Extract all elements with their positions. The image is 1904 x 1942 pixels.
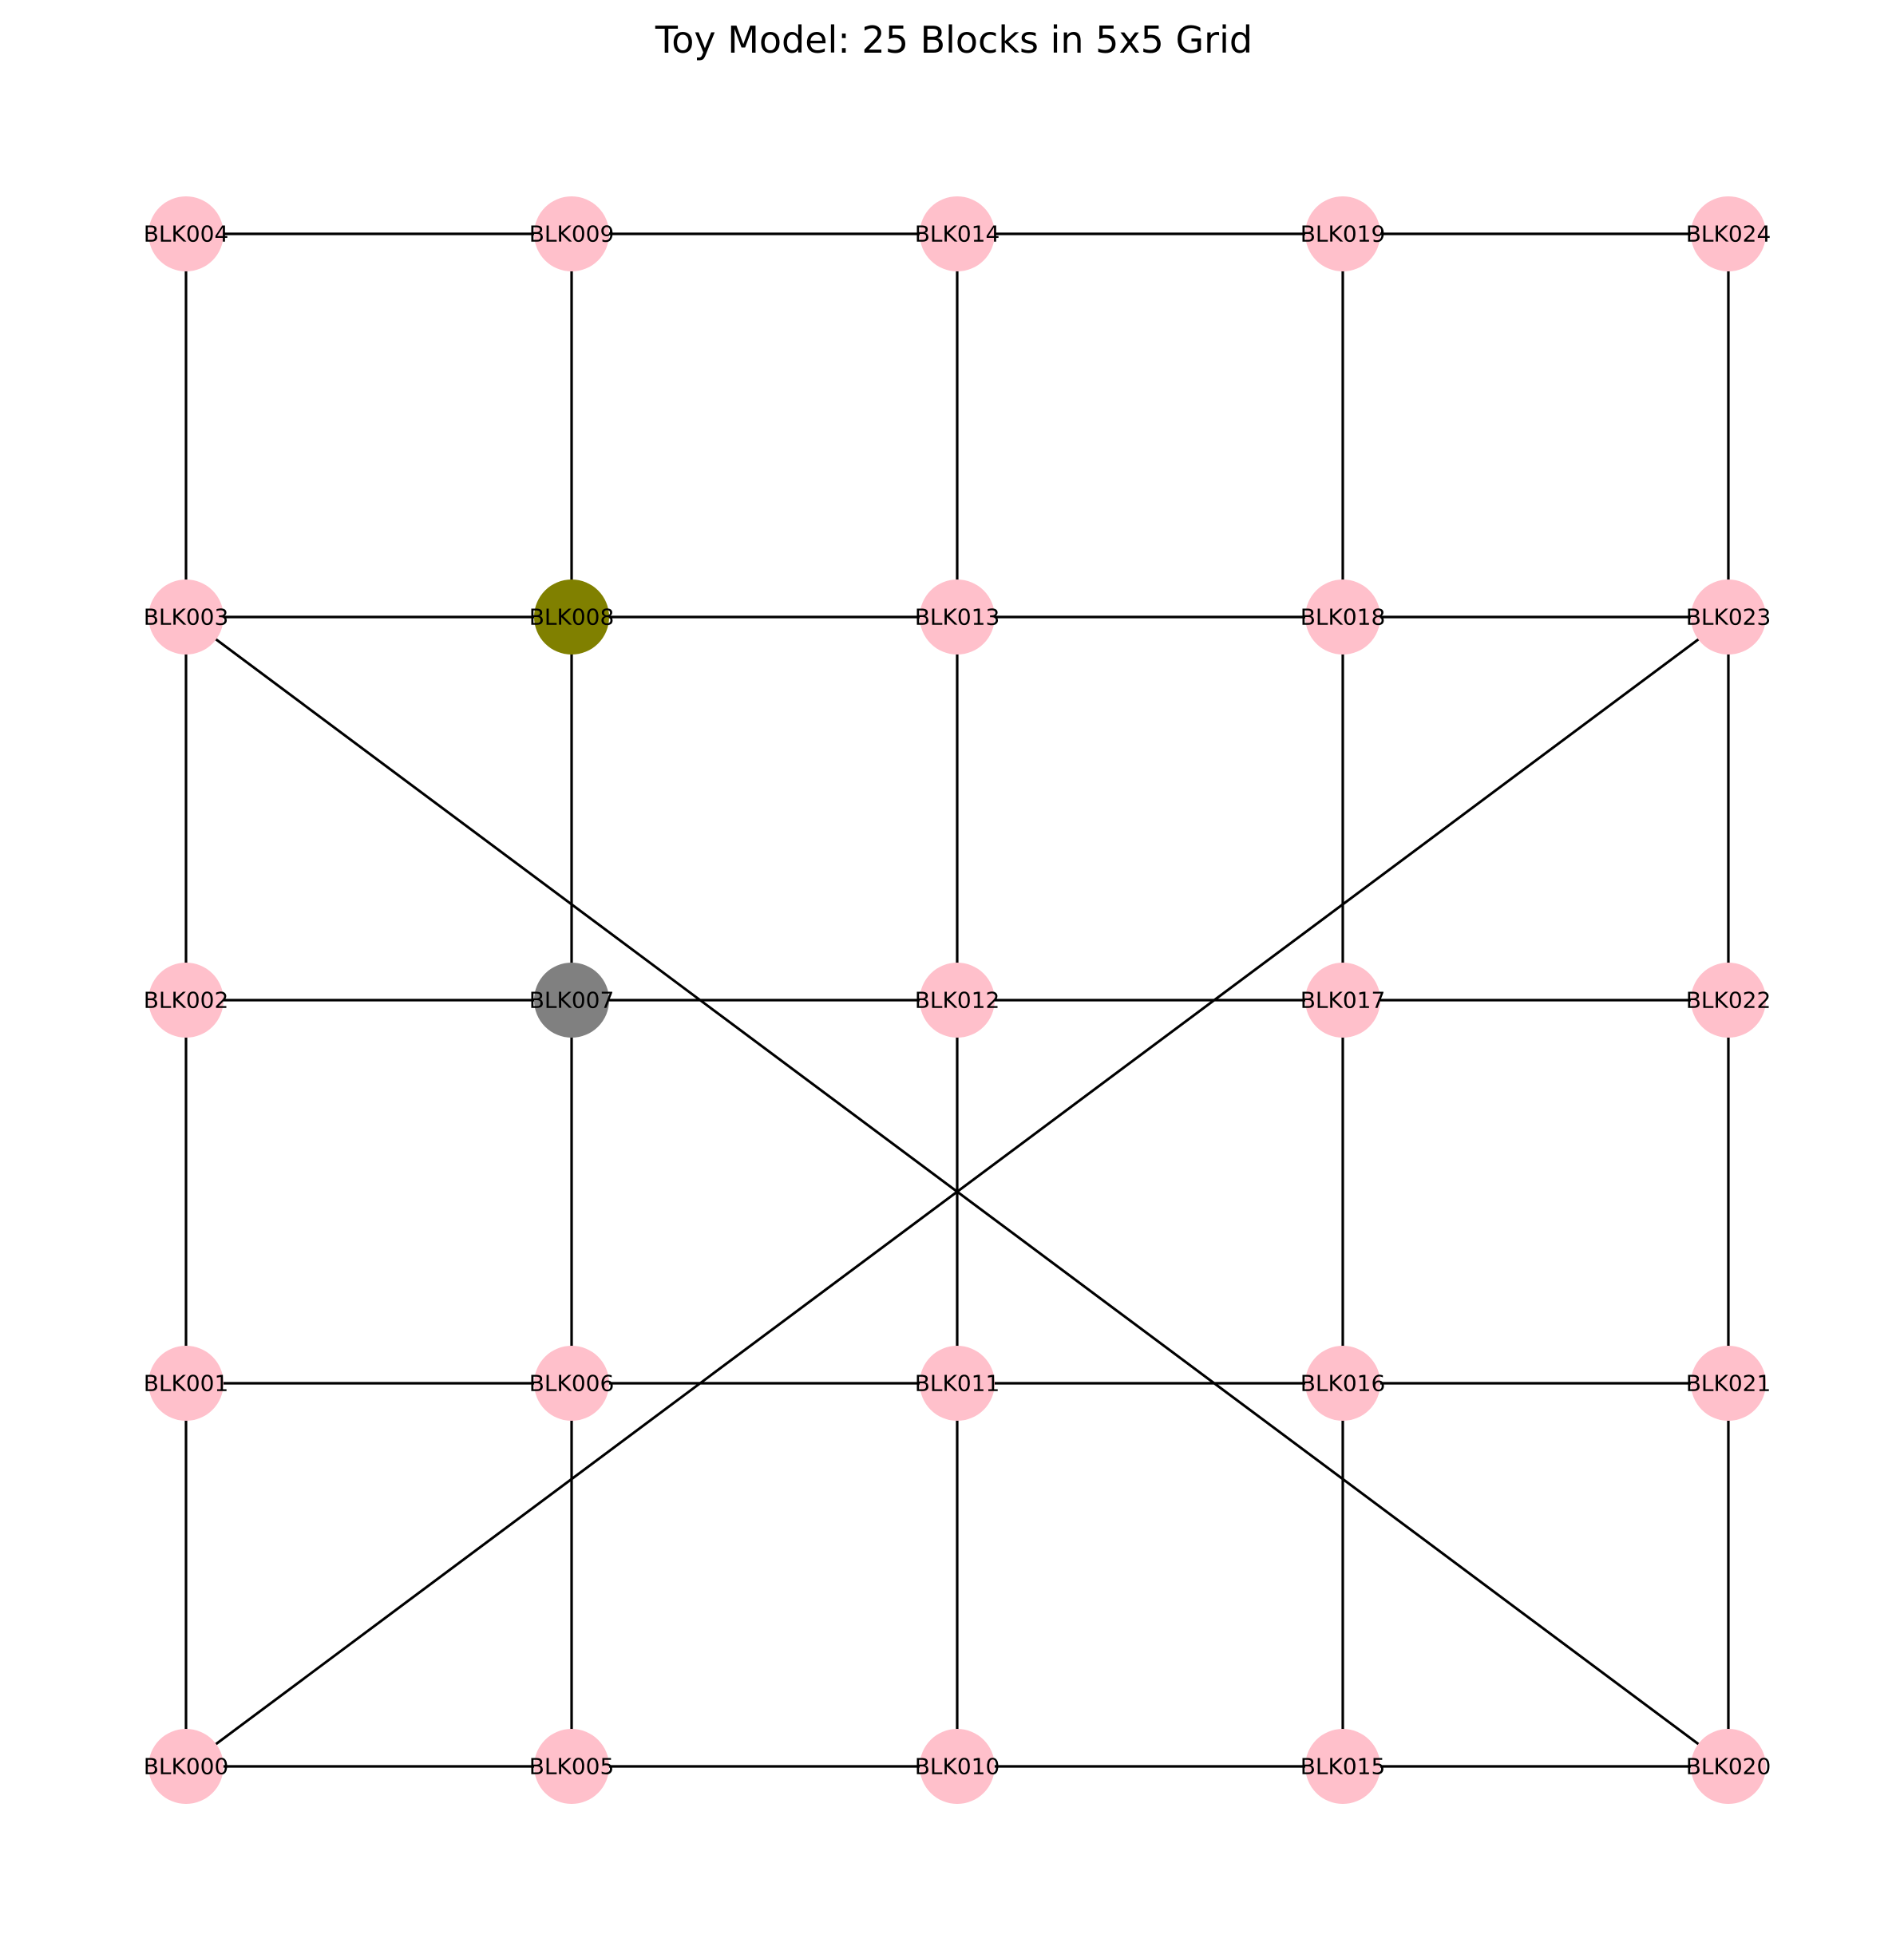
node-circle: [920, 579, 995, 655]
node-circle: [1305, 1346, 1380, 1421]
node-blk014: BLK014: [915, 196, 1000, 271]
node-circle: [534, 1346, 609, 1421]
node-blk016: BLK016: [1300, 1346, 1386, 1421]
node-circle: [920, 1729, 995, 1804]
node-label: BLK004: [144, 221, 229, 247]
diagram-title: Toy Model: 25 Blocks in 5x5 Grid: [655, 18, 1253, 61]
node-label: BLK016: [1300, 1370, 1386, 1397]
node-label: BLK014: [915, 221, 1000, 247]
node-blk015: BLK015: [1300, 1729, 1386, 1804]
node-label: BLK022: [1686, 987, 1771, 1014]
node-label: BLK017: [1300, 987, 1386, 1014]
node-circle: [148, 963, 224, 1038]
node-circle: [534, 1729, 609, 1804]
node-label: BLK003: [144, 604, 229, 631]
node-circle: [920, 1346, 995, 1421]
node-circle: [534, 196, 609, 271]
node-circle: [1305, 579, 1380, 655]
node-blk004: BLK004: [144, 196, 229, 271]
node-circle: [148, 196, 224, 271]
node-blk001: BLK001: [144, 1346, 229, 1421]
node-circle: [920, 196, 995, 271]
node-circle: [920, 963, 995, 1038]
node-blk017: BLK017: [1300, 963, 1386, 1038]
node-blk003: BLK003: [144, 579, 229, 655]
node-label: BLK021: [1686, 1370, 1771, 1397]
node-circle: [534, 579, 609, 655]
node-label: BLK009: [529, 221, 615, 247]
node-blk012: BLK012: [915, 963, 1000, 1038]
node-label: BLK023: [1686, 604, 1771, 631]
node-label: BLK011: [915, 1370, 1000, 1397]
node-circle: [1691, 579, 1766, 655]
node-circle: [1691, 963, 1766, 1038]
node-circle: [1691, 196, 1766, 271]
node-blk024: BLK024: [1686, 196, 1771, 271]
node-blk010: BLK010: [915, 1729, 1000, 1804]
node-blk019: BLK019: [1300, 196, 1386, 271]
edge-blk000-blk023: [185, 615, 1729, 1768]
node-label: BLK005: [529, 1754, 615, 1780]
node-label: BLK002: [144, 987, 229, 1014]
node-label: BLK007: [529, 987, 615, 1014]
node-circle: [534, 963, 609, 1038]
node-circle: [148, 1729, 224, 1804]
node-blk021: BLK021: [1686, 1346, 1771, 1421]
node-label: BLK008: [529, 604, 615, 631]
node-label: BLK019: [1300, 221, 1386, 247]
node-label: BLK006: [529, 1370, 615, 1397]
node-circle: [148, 579, 224, 655]
node-blk007: BLK007: [529, 963, 615, 1038]
node-blk011: BLK011: [915, 1346, 1000, 1421]
node-blk022: BLK022: [1686, 963, 1771, 1038]
node-blk000: BLK000: [144, 1729, 229, 1804]
node-circle: [1305, 1729, 1380, 1804]
node-circle: [148, 1346, 224, 1421]
edge-layer: [184, 232, 1730, 1768]
node-label: BLK018: [1300, 604, 1386, 631]
node-label: BLK024: [1686, 221, 1771, 247]
node-label: BLK001: [144, 1370, 229, 1397]
node-blk005: BLK005: [529, 1729, 615, 1804]
node-label: BLK020: [1686, 1754, 1771, 1780]
node-blk020: BLK020: [1686, 1729, 1771, 1804]
node-label: BLK010: [915, 1754, 1000, 1780]
node-circle: [1691, 1729, 1766, 1804]
node-blk002: BLK002: [144, 963, 229, 1038]
node-blk009: BLK009: [529, 196, 615, 271]
node-circle: [1691, 1346, 1766, 1421]
node-label: BLK012: [915, 987, 1000, 1014]
node-blk013: BLK013: [915, 579, 1000, 655]
node-label: BLK015: [1300, 1754, 1386, 1780]
node-blk008: BLK008: [529, 579, 615, 655]
node-label: BLK000: [144, 1754, 229, 1780]
node-circle: [1305, 963, 1380, 1038]
node-blk006: BLK006: [529, 1346, 615, 1421]
node-blk018: BLK018: [1300, 579, 1386, 655]
node-blk023: BLK023: [1686, 579, 1771, 655]
node-label: BLK013: [915, 604, 1000, 631]
node-circle: [1305, 196, 1380, 271]
